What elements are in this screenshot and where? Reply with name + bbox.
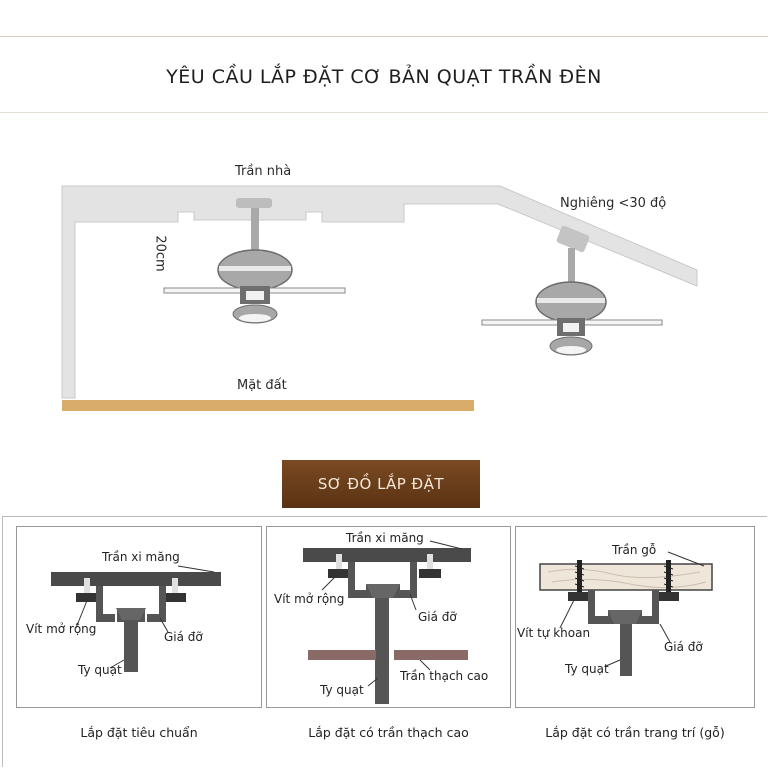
ceiling-fan-flat (163, 198, 346, 324)
floor-label: Mặt đất (237, 378, 287, 393)
panel2-caption: Lắp đặt có trần thạch cao (308, 725, 469, 740)
ceiling-fan-sloped (481, 225, 663, 356)
page-title: YÊU CẦU LẮP ĐẶT CƠ BẢN QUẠT TRẦN ĐÈN (166, 66, 602, 88)
panel1-ceiling-label: Trần xi măng (102, 550, 180, 564)
panel3-bracket-label: Giá đỡ (664, 640, 703, 654)
panel1-bracket-label: Giá đỡ (164, 630, 203, 644)
panel3-ceiling-label: Trần gỗ (612, 543, 657, 557)
header-top-rule (0, 36, 768, 37)
lower-section-frame (2, 516, 767, 767)
panel3-caption: Lắp đặt có trần trang trí (gỗ) (545, 725, 725, 740)
panel2-bracket-label: Giá đỡ (418, 610, 457, 624)
installation-diagram-button[interactable]: SƠ ĐỒ LẮP ĐẶT (282, 460, 480, 508)
ceiling-label: Trần nhà (235, 164, 292, 179)
panel2-screw-label: Vít mở rộng (274, 592, 345, 606)
floor-bar (62, 400, 474, 411)
tilt-label: Nghiêng <30 độ (560, 196, 667, 211)
panel1-rod-label: Ty quạt (78, 663, 122, 677)
header-bottom-rule (0, 112, 768, 113)
panel1-screw-label: Vít mở rộng (26, 622, 97, 636)
panel3-drawing (539, 551, 713, 676)
panel1-drawing (51, 565, 221, 672)
panel3-rod-label: Ty quạt (565, 662, 609, 676)
panel2-rod-label: Ty quạt (320, 683, 364, 697)
panel2-drawing (303, 540, 471, 704)
panel3-screw-label: Vít tự khoan (517, 626, 591, 640)
panel1-caption: Lắp đặt tiêu chuẩn (80, 725, 198, 740)
ceiling-wall-shape (61, 185, 698, 399)
panel2-ceiling-label: Trần xi măng (346, 531, 424, 545)
panel2-gypsum-label: Trần thạch cao (400, 669, 489, 683)
